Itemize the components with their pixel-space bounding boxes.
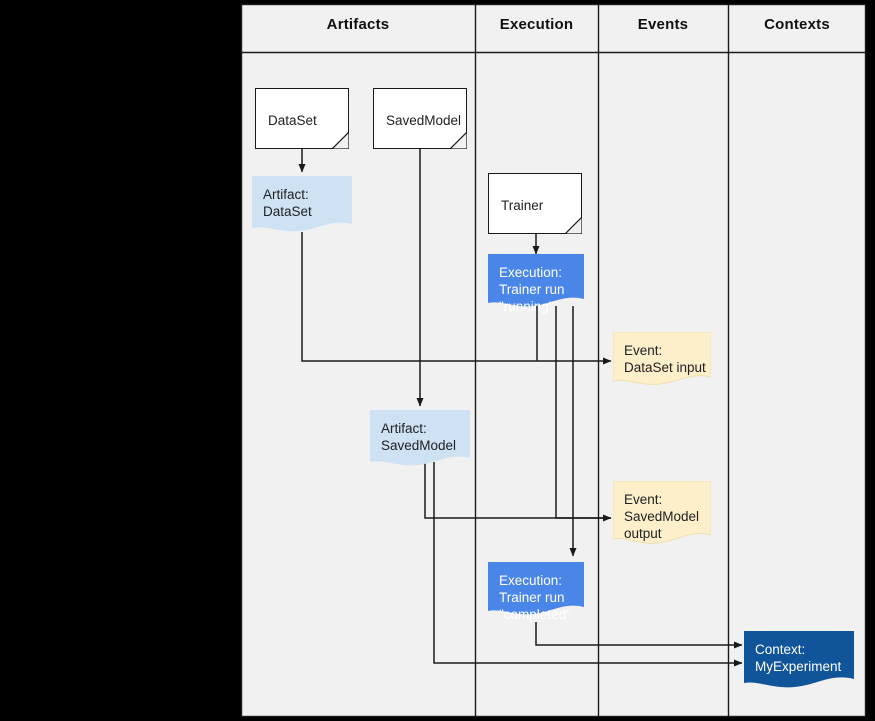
node-label: Trainer xyxy=(501,198,544,213)
column-header-execution: Execution xyxy=(499,16,574,33)
node-savedmodel-document[interactable]: SavedModel xyxy=(373,88,467,149)
node-label: Execution: Trainer run "running" xyxy=(499,265,565,314)
node-event-dataset-input[interactable]: Event: DataSet input xyxy=(612,331,712,390)
wavy-shape xyxy=(488,254,584,307)
wavy-shape xyxy=(612,480,712,544)
wavy-shape xyxy=(744,631,854,688)
node-label: SavedModel xyxy=(386,113,462,128)
wavy-shape xyxy=(252,176,352,232)
page-fold-icon xyxy=(565,217,582,234)
page-fold-icon xyxy=(332,132,349,149)
node-event-savedmodel-output[interactable]: Event: SavedModel output xyxy=(612,480,712,549)
node-label: Execution: Trainer run "completed" xyxy=(499,573,571,622)
column-header-artifacts: Artifacts xyxy=(326,16,390,33)
column-header-contexts: Contexts xyxy=(764,16,830,33)
node-artifact-savedmodel[interactable]: Artifact: SavedModel xyxy=(370,410,470,470)
node-execution-completed[interactable]: Execution: Trainer run "completed" xyxy=(488,562,584,622)
node-label: Context: MyExperiment xyxy=(755,642,842,674)
node-label: DataSet xyxy=(268,113,317,128)
node-context-myexperiment[interactable]: Context: MyExperiment xyxy=(744,631,854,693)
column-header-events: Events xyxy=(637,16,689,33)
wavy-shape xyxy=(488,562,584,615)
node-label: Artifact: SavedModel xyxy=(381,421,457,453)
wavy-shape xyxy=(612,331,712,385)
node-label: Event: SavedModel output xyxy=(624,492,700,541)
page-fold-icon xyxy=(450,132,467,149)
node-label: Event: DataSet input xyxy=(624,343,706,375)
node-dataset-document[interactable]: DataSet xyxy=(255,88,349,149)
wavy-shape xyxy=(370,410,470,466)
node-trainer-document[interactable]: Trainer xyxy=(488,173,582,234)
node-artifact-dataset[interactable]: Artifact: DataSet xyxy=(252,176,352,236)
node-execution-running[interactable]: Execution: Trainer run "running" xyxy=(488,254,584,314)
node-label: Artifact: DataSet xyxy=(263,187,312,219)
